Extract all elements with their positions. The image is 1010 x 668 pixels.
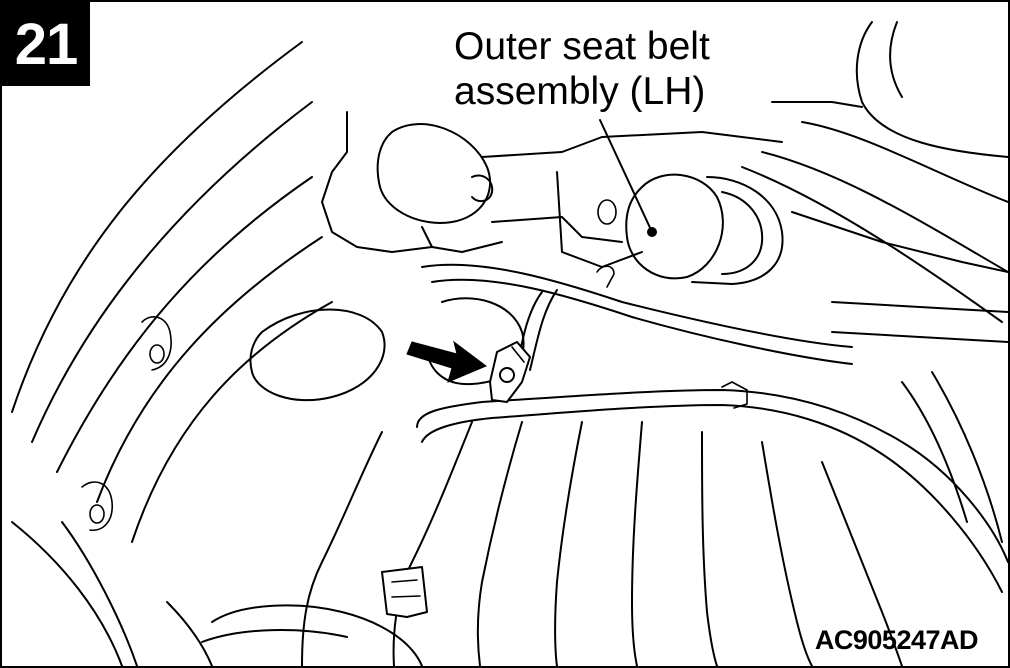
callout-label: Outer seat belt assembly (LH) (454, 24, 710, 114)
black-arrow-icon (406, 340, 487, 383)
wiring-harness (416, 263, 1008, 593)
retractor-housing (321, 111, 783, 268)
target-clip (489, 341, 531, 403)
callout-label-line-1: Outer seat belt (454, 25, 710, 68)
lower-connector (201, 566, 428, 666)
inner-wheelhouse (249, 297, 903, 666)
figure-code: AC905247AD (814, 625, 979, 655)
callout-label-line-2: assembly (LH) (454, 70, 706, 113)
callout-leader-line (599, 119, 653, 233)
step-number-badge: 21 (2, 2, 90, 86)
outer-seat-belt-assembly (596, 173, 784, 288)
rear-shelf-structure (741, 21, 1008, 543)
body-side-panel (11, 41, 333, 666)
